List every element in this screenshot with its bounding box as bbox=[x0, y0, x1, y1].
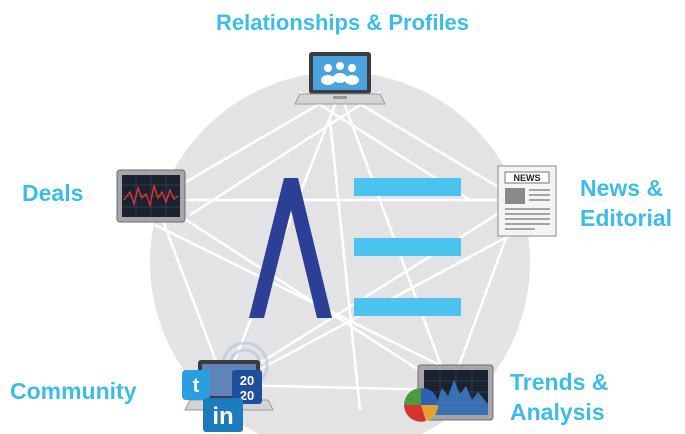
svg-text:20: 20 bbox=[240, 373, 254, 388]
node-label-community: Community bbox=[10, 378, 137, 404]
svg-text:in: in bbox=[212, 403, 233, 430]
logo-bar-middle bbox=[354, 238, 461, 256]
node-label-news: News & Editorial bbox=[580, 173, 672, 233]
logo-bar-top bbox=[354, 178, 461, 196]
ticker-monitor-icon bbox=[116, 169, 186, 223]
news-label-line-1: News & bbox=[580, 175, 664, 201]
node-label-trends: Trends & Analysis bbox=[510, 367, 608, 427]
svg-text:t: t bbox=[193, 375, 200, 397]
news-icon-text: NEWS bbox=[514, 173, 541, 183]
chart-monitor-icon bbox=[404, 364, 494, 422]
pie-chart-icon bbox=[404, 388, 438, 422]
ae-logo bbox=[249, 178, 461, 318]
svg-text:20: 20 bbox=[240, 388, 254, 403]
node-label-deals: Deals bbox=[22, 180, 84, 206]
laptop-users-icon bbox=[294, 52, 386, 105]
news-label-line-2: Editorial bbox=[580, 205, 673, 231]
logo-lambda bbox=[249, 178, 332, 318]
social-laptop-icon: t 20 20 in bbox=[182, 341, 274, 432]
newspaper-icon: NEWS bbox=[497, 165, 557, 237]
twenty-twenty-badge: 20 20 bbox=[232, 370, 262, 404]
trends-label-line-1: Trends & bbox=[510, 369, 609, 395]
node-label-relationships: Relationships & Profiles bbox=[215, 10, 470, 35]
logo-bar-bottom bbox=[354, 298, 461, 316]
trends-label-line-2: Analysis bbox=[510, 399, 605, 425]
linkedin-icon: in bbox=[203, 398, 243, 432]
twitter-icon: t bbox=[182, 370, 210, 400]
